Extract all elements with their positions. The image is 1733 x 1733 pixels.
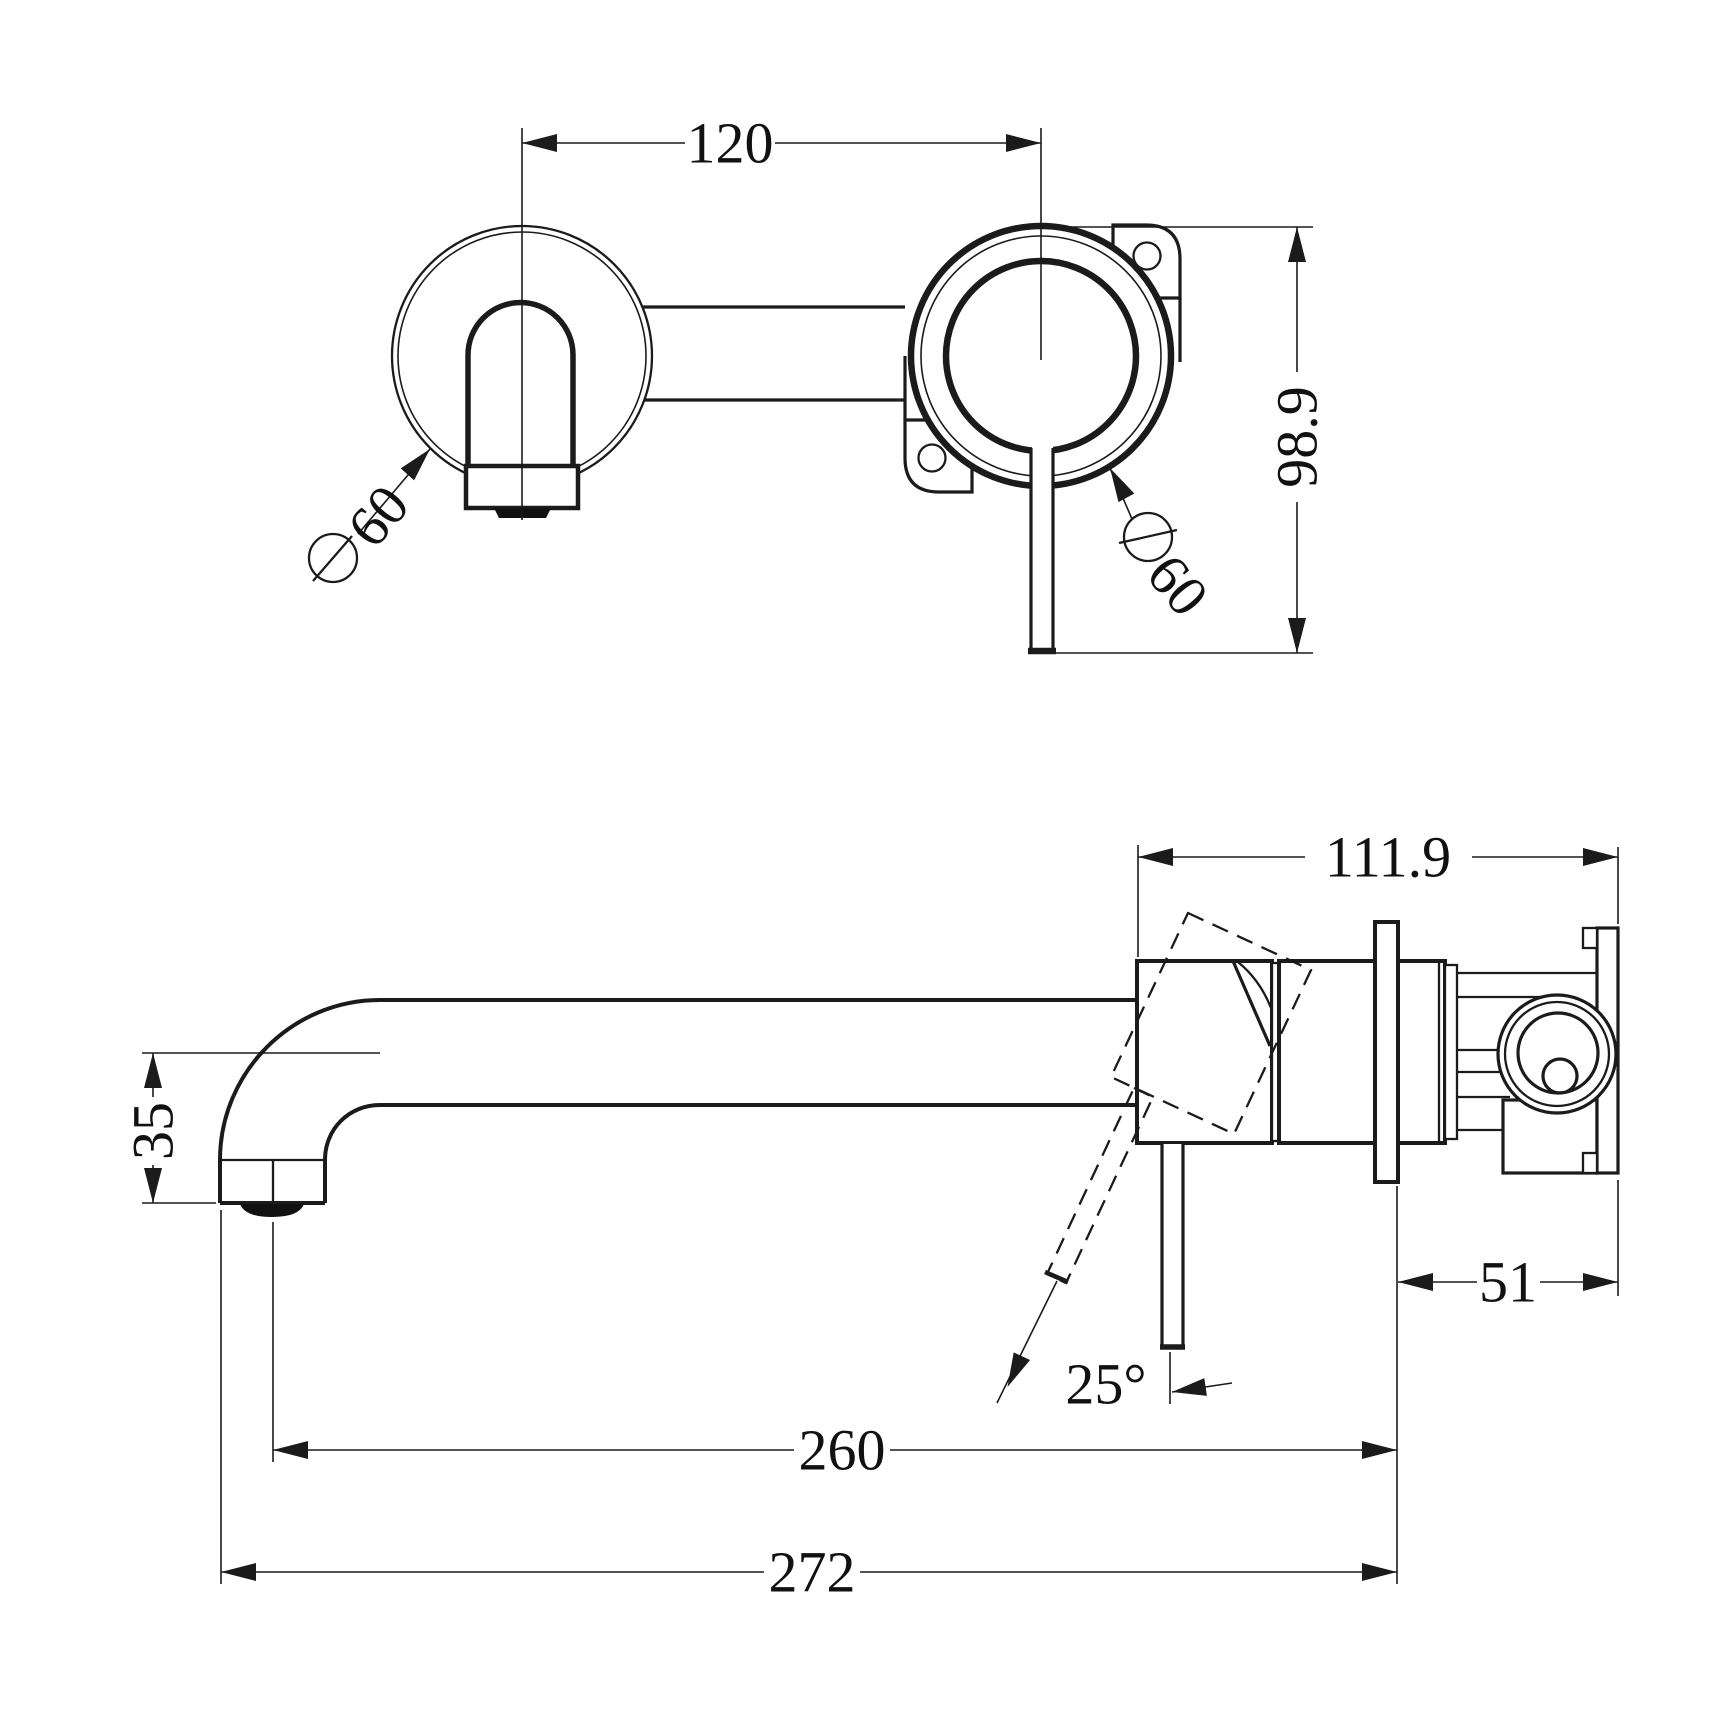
arrow-right-icon	[1006, 134, 1041, 152]
arrow-right-icon	[1362, 1563, 1397, 1581]
dim-height-label: 98.9	[1265, 386, 1330, 488]
screw-hole-bottom-left	[917, 443, 947, 473]
arrow-up-icon	[144, 1053, 162, 1088]
dim-height: 98.9	[1045, 226, 1330, 654]
dim-center-distance: 120	[522, 111, 1041, 176]
dim-spout-drop-label: 35	[121, 1102, 186, 1160]
arrow-left-icon	[522, 134, 557, 152]
arrow-right-icon	[1362, 1441, 1397, 1459]
angle-arrow-right-icon	[1172, 1378, 1207, 1396]
arrow-left-icon	[1398, 1273, 1433, 1291]
dashed-rod-tip-cap	[1044, 1269, 1069, 1285]
leader-arrow-icon	[400, 449, 430, 481]
dim-overall-length-label: 272	[769, 1540, 856, 1605]
handle-open-position-dashed	[1044, 911, 1313, 1285]
elbow-outer-arc	[218, 998, 381, 1161]
dia-mixer-plate-label: 60	[1134, 542, 1221, 628]
arrow-right-icon	[1583, 848, 1618, 866]
elbow-inner-arc	[323, 1103, 381, 1161]
side-view: 25° 111.9 35	[121, 825, 1620, 1605]
dim-trim-depth: 51	[1398, 1250, 1618, 1315]
spout-tube-side	[218, 998, 1137, 1217]
bracket-tab-top	[1581, 926, 1599, 950]
handle-rod-side	[1160, 1143, 1185, 1350]
dim-center-distance-label: 120	[687, 111, 774, 176]
dim-wall-depth: 111.9	[1137, 825, 1619, 957]
port-ring-circle	[1503, 1000, 1611, 1108]
angle-ext-dashed-axis	[996, 1280, 1058, 1404]
body-step	[1443, 963, 1459, 1141]
arrow-down-icon	[1288, 618, 1306, 653]
handle-head-chamfer	[1231, 960, 1272, 1047]
angle-arrow-left-icon	[1007, 1352, 1031, 1387]
handle-head-cap-arc	[1237, 961, 1273, 1009]
dim-overall-length: 272	[221, 1540, 1397, 1605]
dim-spout-reach-label: 260	[799, 1418, 886, 1483]
handle-rod-body	[1163, 1144, 1182, 1346]
aerator-side	[240, 1204, 304, 1217]
wall-flange-disc	[1373, 920, 1400, 1184]
screw-hole-top-right	[1132, 241, 1162, 271]
handle-lever-body	[1032, 446, 1053, 651]
leader-arrow-icon	[1110, 468, 1135, 503]
arrow-left-icon	[1138, 848, 1173, 866]
diameter-symbol-icon	[307, 532, 359, 584]
arrow-up-icon	[1288, 227, 1306, 262]
spout-front-arch	[465, 299, 576, 466]
dim-handle-angle-label: 25°	[1065, 1352, 1146, 1417]
body-cylinder	[1277, 959, 1447, 1145]
arrow-left-icon	[221, 1563, 256, 1581]
diameter-symbol-icon	[1118, 511, 1178, 563]
dim-spout-drop: 35	[121, 1052, 380, 1204]
front-view: 120 98.9 60	[307, 111, 1330, 655]
arrow-right-icon	[1583, 1273, 1618, 1291]
arrow-left-icon	[273, 1441, 308, 1459]
arrow-down-icon	[144, 1168, 162, 1203]
dim-wall-depth-label: 111.9	[1325, 825, 1451, 890]
bracket-tab-bottom	[1581, 1151, 1599, 1175]
dia-label-spout-plate: 60	[307, 448, 431, 584]
dim-trim-depth-label: 51	[1479, 1250, 1537, 1315]
dia-spout-plate-label: 60	[334, 473, 421, 559]
dim-spout-reach: 260	[273, 1418, 1397, 1483]
inlet-port	[1496, 993, 1618, 1115]
mixer-body-side	[1135, 959, 1459, 1145]
in-wall-valve	[1457, 926, 1620, 1175]
port-hole-circle	[1541, 1057, 1579, 1095]
handle-head	[1135, 959, 1274, 1145]
handle-lever-front	[1028, 446, 1056, 655]
dashed-handle-head	[1109, 911, 1313, 1136]
dia-label-mixer-plate: 60	[1109, 467, 1222, 628]
dim-handle-angle: 25°	[996, 1280, 1233, 1417]
